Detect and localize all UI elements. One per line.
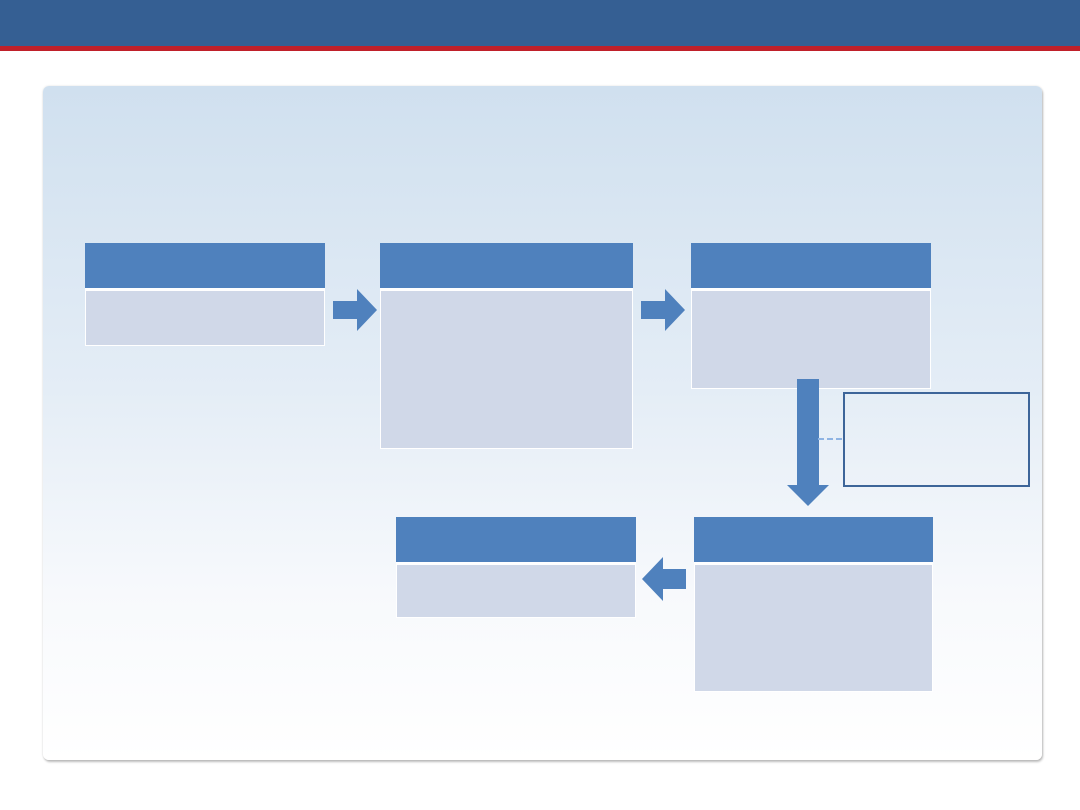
- step-4-box: [694, 517, 933, 692]
- step-5-box: [396, 517, 636, 618]
- step-5-title: [396, 517, 636, 564]
- step-1-title: [85, 243, 325, 290]
- callout-box: [843, 392, 1030, 487]
- arrow-right-1-icon: [333, 289, 377, 331]
- step-2-box: [380, 243, 633, 449]
- step-1-box: [85, 243, 325, 346]
- header-accent-rule: [0, 46, 1080, 51]
- step-5-body: [396, 564, 636, 618]
- arrow-left-icon: [642, 557, 686, 601]
- step-4-title: [694, 517, 933, 564]
- step-3-title: [691, 243, 931, 290]
- arrow-down-icon: [787, 379, 829, 506]
- step-3-box: [691, 243, 931, 389]
- step-1-body: [85, 290, 325, 346]
- step-2-body: [380, 290, 633, 449]
- header-bar: [0, 0, 1080, 46]
- arrow-right-2-icon: [641, 289, 685, 331]
- callout-connector: [818, 438, 842, 440]
- step-4-body: [694, 564, 933, 692]
- step-2-title: [380, 243, 633, 290]
- step-3-body: [691, 290, 931, 389]
